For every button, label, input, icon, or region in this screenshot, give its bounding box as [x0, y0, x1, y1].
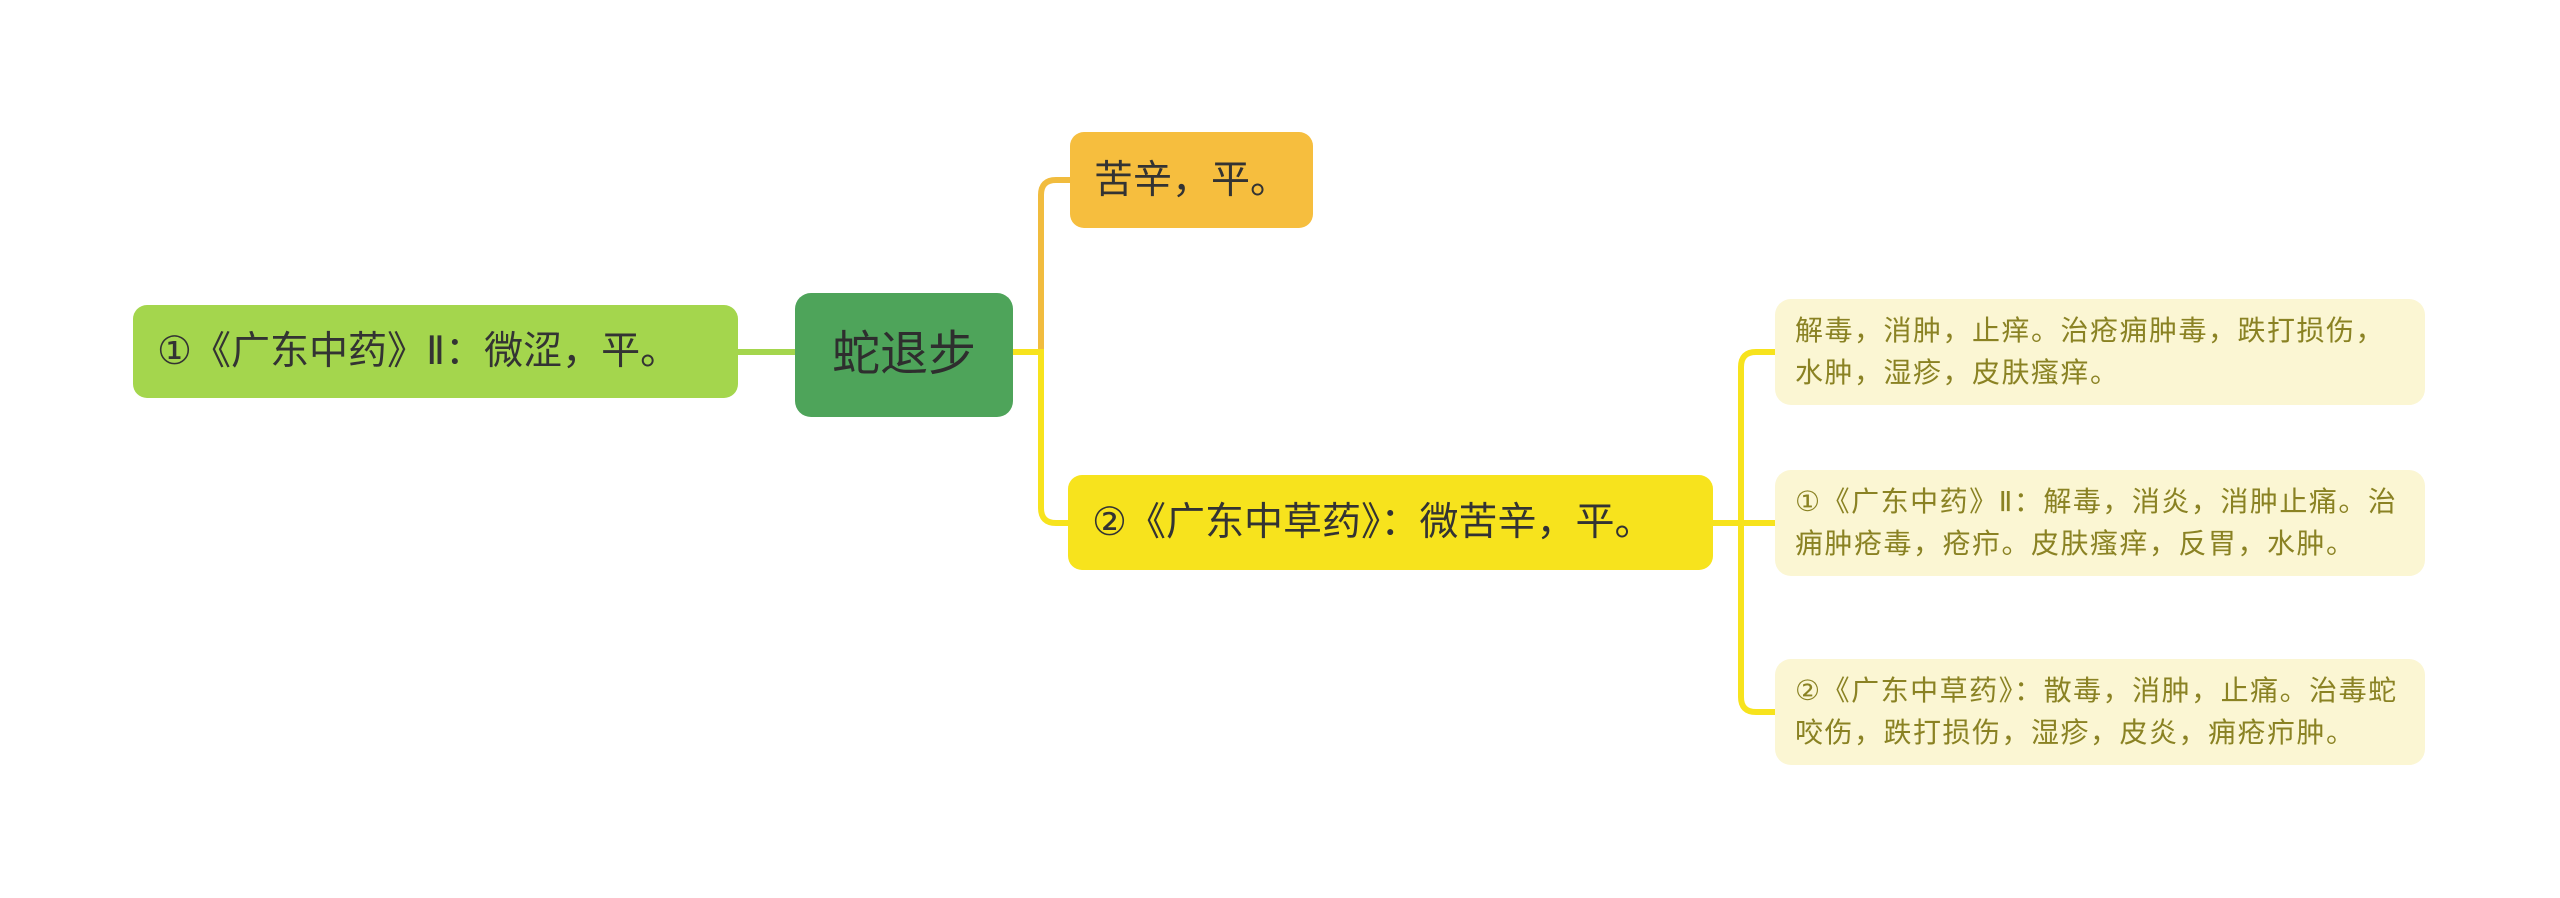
node-root-shetuibu[interactable]: 蛇退步	[795, 293, 1013, 417]
node-left-guangdong-zhongyao[interactable]: ①《广东中药》Ⅱ：微涩，平。	[133, 305, 738, 398]
link-source-to-leaf-3	[1709, 520, 1779, 715]
node-leaf-effects-2[interactable]: ①《广东中药》Ⅱ：解毒，消炎，消肿止痛。治痈肿疮毒，疮疖。皮肤瘙痒，反胃，水肿。	[1775, 470, 2425, 576]
node-leaf-effects-3[interactable]: ②《广东中草药》：散毒，消肿，止痛。治毒蛇咬伤，跌打损伤，湿疹，皮炎，痈疮疖肿。	[1775, 659, 2425, 765]
link-root-to-taste	[1010, 177, 1074, 355]
node-leaf-effects-1[interactable]: 解毒，消肿，止痒。治疮痈肿毒，跌打损伤，水肿，湿疹，皮肤瘙痒。	[1775, 299, 2425, 405]
link-root-to-source	[1010, 349, 1072, 526]
node-taste-property[interactable]: 苦辛，平。	[1070, 132, 1313, 228]
link-source-to-leaf-1	[1709, 349, 1779, 526]
node-guangdong-zhongcaoyao[interactable]: ②《广东中草药》：微苦辛，平。	[1068, 475, 1713, 570]
